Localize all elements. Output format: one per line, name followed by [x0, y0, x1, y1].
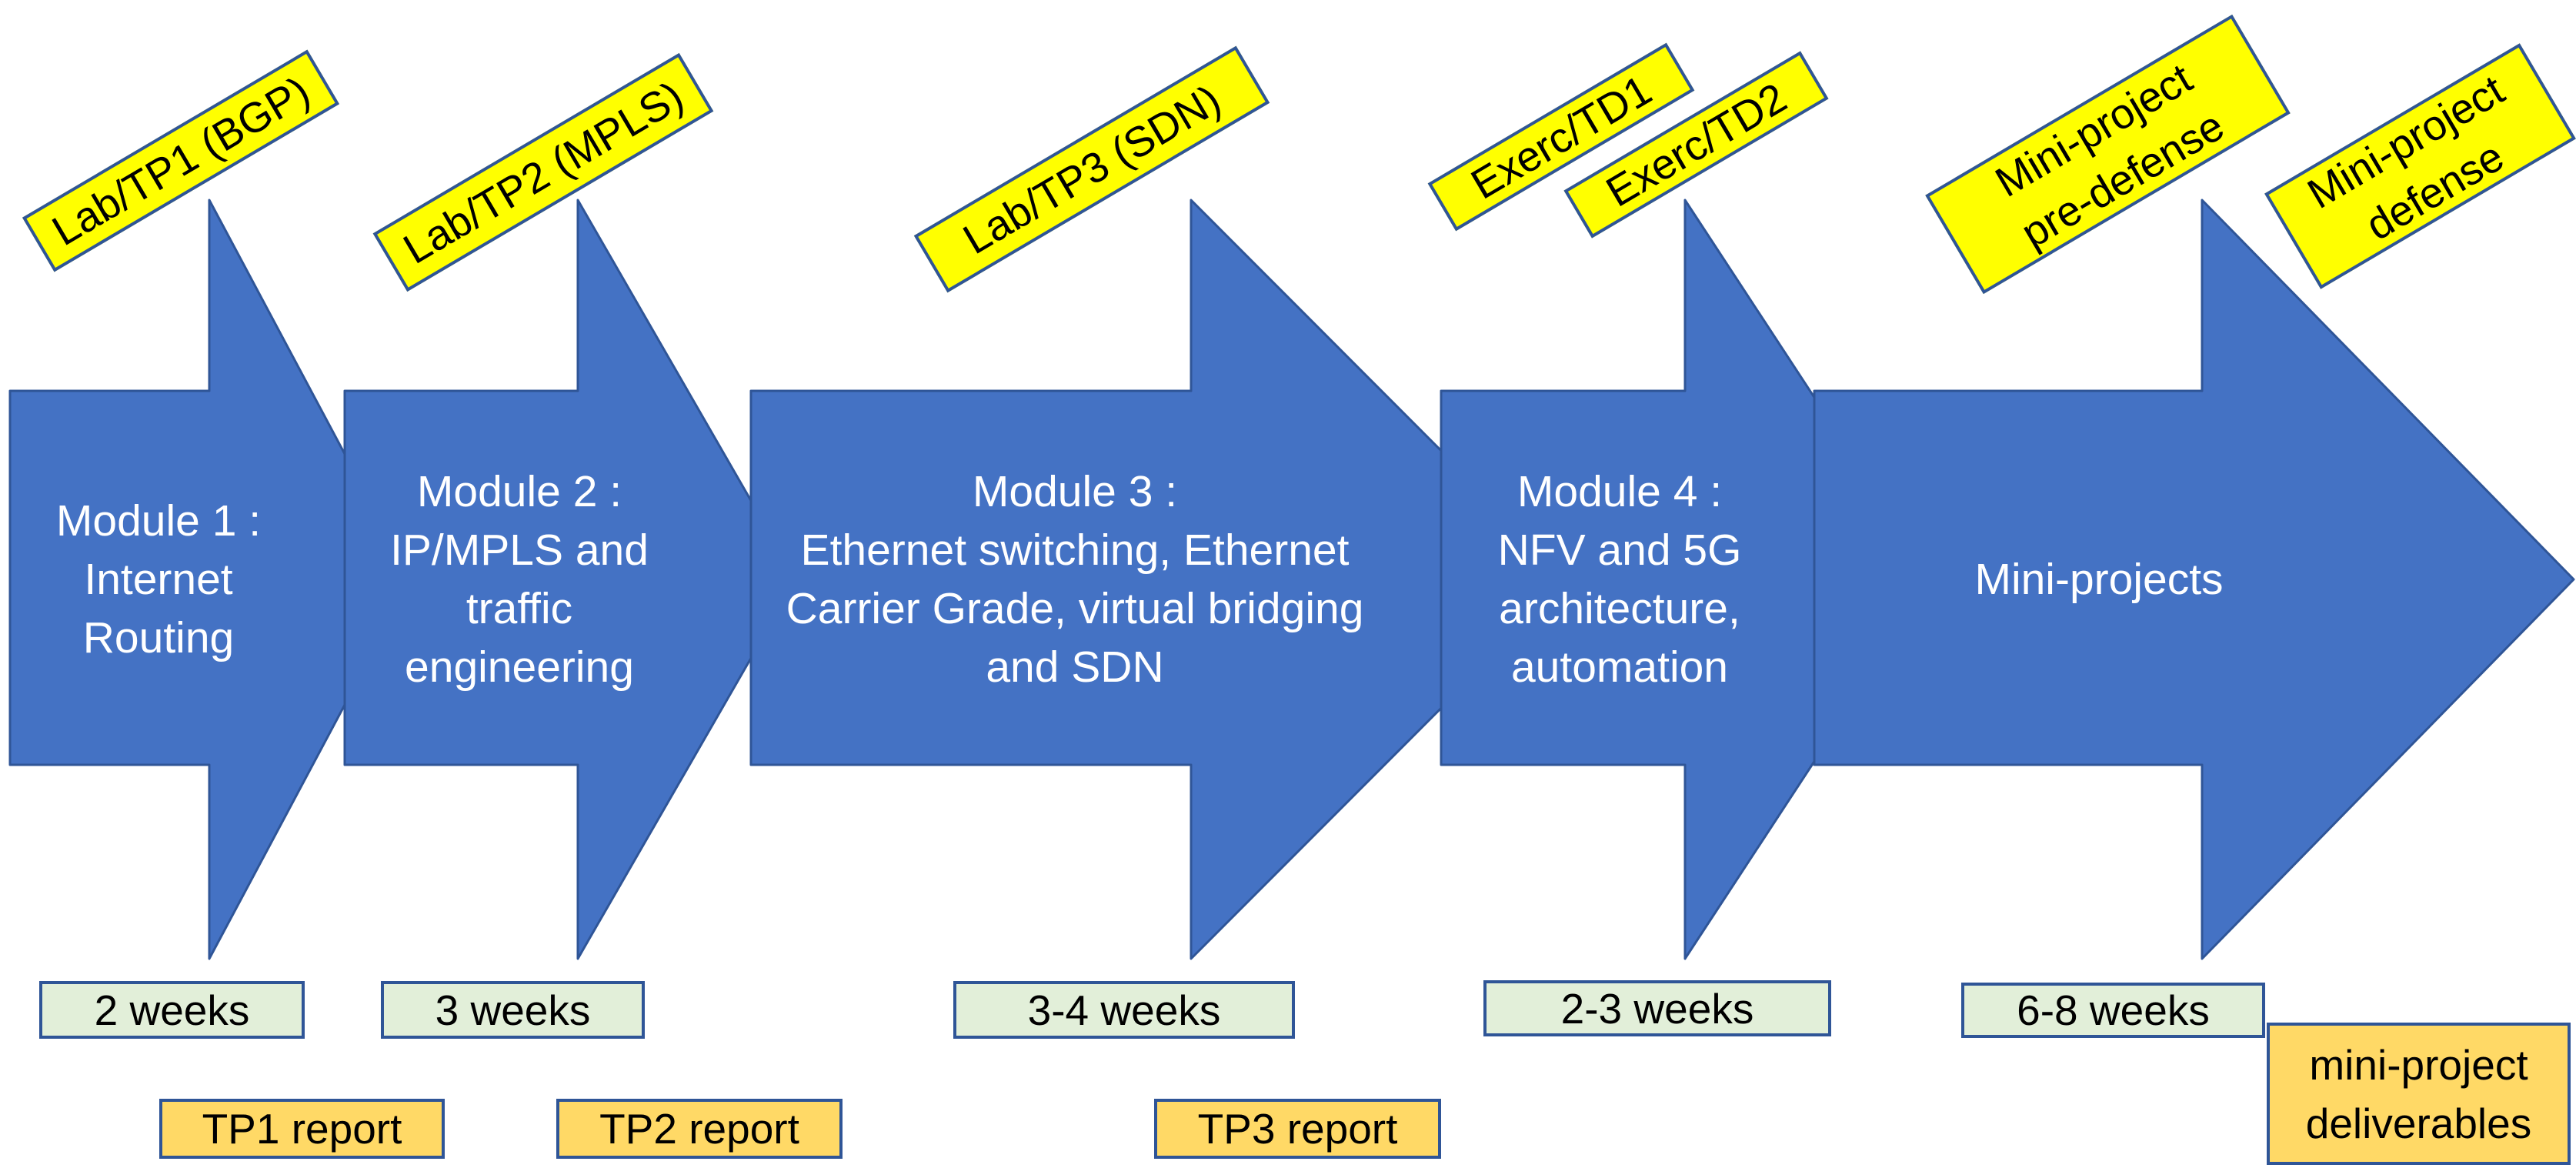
module-3-arrow — [749, 199, 1571, 960]
note-tp1-report: TP1 report — [159, 1099, 445, 1159]
note-mini-project-deliverables: mini-project deliverables — [2267, 1023, 2571, 1165]
duration-module-2: 3 weeks — [381, 981, 645, 1039]
module-5-title: Mini-projects — [1974, 555, 2224, 604]
duration-module-5: 6-8 weeks — [1961, 983, 2265, 1038]
module-2-arrow — [343, 199, 798, 960]
module-4-arrow — [1440, 199, 1935, 960]
module-5-arrow — [1813, 199, 2575, 960]
module-2-title: Module 2 : IP/MPLS and traffic engineeri… — [390, 467, 649, 692]
duration-module-4: 2-3 weeks — [1483, 980, 1831, 1036]
module-1-arrow — [8, 199, 413, 960]
module-3-title: Module 3 : Ethernet switching, Ethernet … — [786, 467, 1364, 692]
module-1-title: Module 1 : Internet Routing — [55, 496, 262, 662]
module-4-title: Module 4 : NFV and 5G architecture, auto… — [1497, 467, 1742, 692]
duration-module-3: 3-4 weeks — [953, 981, 1295, 1039]
duration-module-1: 2 weeks — [39, 981, 305, 1039]
note-tp2-report: TP2 report — [556, 1099, 843, 1159]
note-tp3-report: TP3 report — [1154, 1099, 1441, 1159]
